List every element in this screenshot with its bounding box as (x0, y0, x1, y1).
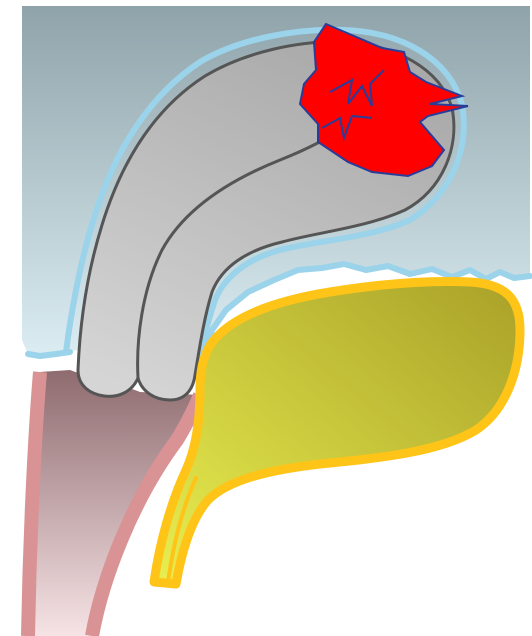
anatomy-diagram (0, 0, 532, 636)
